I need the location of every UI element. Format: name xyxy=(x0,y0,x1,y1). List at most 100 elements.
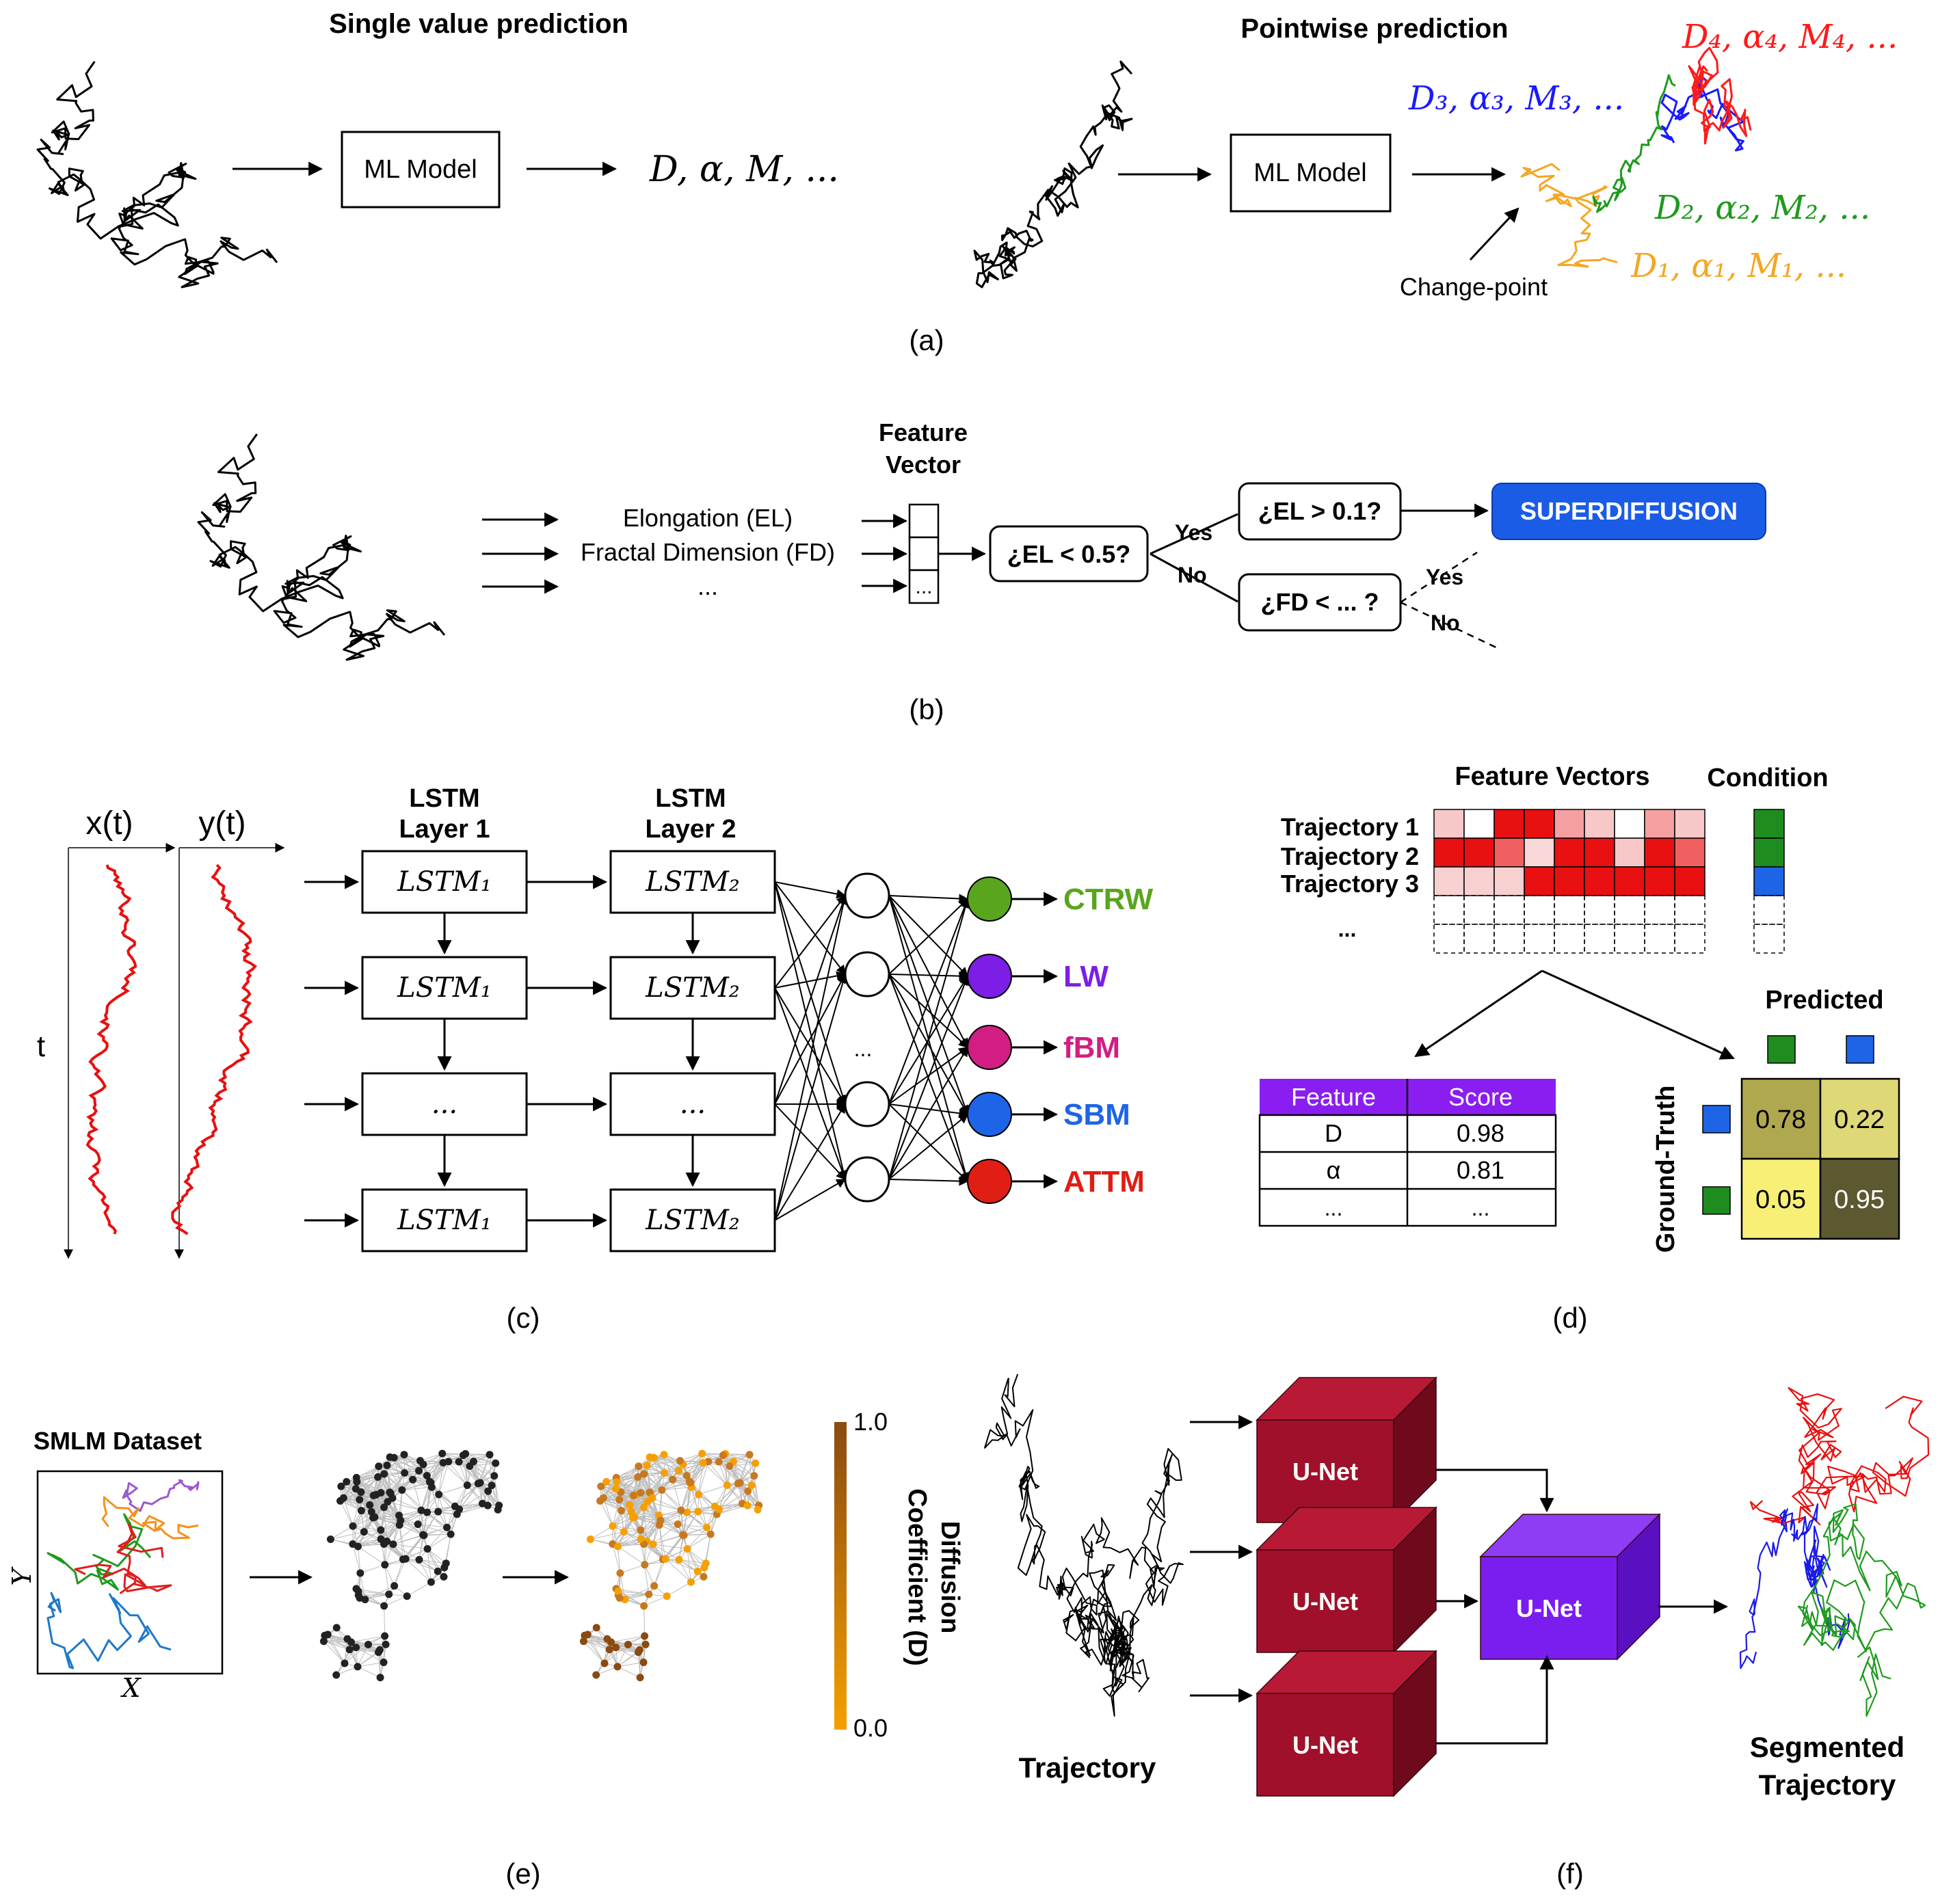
graph-edge xyxy=(617,1644,628,1667)
x-of-t-trace xyxy=(85,864,137,1235)
graph-edge xyxy=(719,1503,743,1510)
pred-blue-square xyxy=(1846,1035,1874,1064)
graph-edge xyxy=(618,1594,649,1596)
graph-node xyxy=(377,1489,385,1497)
graph-edge xyxy=(659,1512,687,1526)
heat-cell xyxy=(1554,809,1585,839)
graph-node xyxy=(380,1659,388,1667)
graph-edge xyxy=(352,1510,362,1544)
condition-title: Condition xyxy=(1707,764,1828,792)
output-neuron-sbm xyxy=(967,1092,1012,1137)
graph-node xyxy=(661,1469,669,1477)
cm-value-01: 0.22 xyxy=(1834,1105,1885,1134)
edge xyxy=(774,894,849,1221)
graph-node xyxy=(750,1472,758,1480)
graph-node xyxy=(609,1522,617,1530)
segmented-trajectory-a xyxy=(1520,46,1752,268)
graph-edge xyxy=(600,1486,622,1511)
edge xyxy=(888,1046,968,1180)
graph-node xyxy=(639,1659,648,1667)
graph-edge xyxy=(341,1486,370,1505)
track-blue xyxy=(47,1592,172,1670)
graph-edge xyxy=(590,1525,613,1540)
graph-edge xyxy=(386,1465,403,1490)
graph-edge xyxy=(473,1461,489,1492)
layer1-title-2: Layer 1 xyxy=(399,815,490,844)
graph-edge xyxy=(423,1511,439,1536)
graph-node xyxy=(439,1459,447,1467)
graph-edge xyxy=(643,1454,665,1475)
colorbar xyxy=(834,1422,847,1730)
graph-edge xyxy=(427,1548,432,1583)
q1-text: ¿EL < 0.5? xyxy=(1007,540,1130,568)
graph-edge xyxy=(405,1534,424,1559)
smlm-x-axis: X xyxy=(120,1673,142,1703)
seg3-label: D₃, α₃, M₃, ... xyxy=(1408,79,1624,118)
graph-node xyxy=(400,1451,408,1459)
panel-e: SMLM Dataset X Y 1.0 0.0 Diffusion Coeff… xyxy=(7,1408,964,1890)
graph-node xyxy=(440,1572,448,1581)
graph-edge xyxy=(455,1482,481,1507)
segment-red xyxy=(1749,1386,1930,1526)
graph-edge xyxy=(719,1485,728,1510)
graph-node xyxy=(488,1481,496,1490)
graph-edge xyxy=(644,1564,655,1586)
graph-edge xyxy=(412,1462,444,1480)
graph-node xyxy=(614,1542,622,1551)
heat-cell xyxy=(1463,866,1495,896)
graph-edge xyxy=(323,1641,350,1650)
heat-cell-empty xyxy=(1463,924,1495,954)
graph-edge xyxy=(612,1544,621,1574)
graph-edge xyxy=(384,1454,405,1475)
graph-node xyxy=(476,1479,484,1487)
segment-green xyxy=(1797,1503,1926,1717)
graph-node xyxy=(419,1531,427,1539)
graph-edge xyxy=(652,1497,682,1511)
heat-cell-empty xyxy=(1674,924,1705,954)
output-neuron-ctrw xyxy=(967,876,1012,922)
graph-node xyxy=(650,1582,659,1590)
edge xyxy=(774,881,847,1105)
graph-edge xyxy=(616,1466,639,1478)
pred-green-square xyxy=(1767,1035,1796,1064)
graph-edge xyxy=(612,1510,622,1544)
graph-edge xyxy=(612,1499,620,1527)
graph-edge xyxy=(330,1531,364,1540)
graph-node xyxy=(586,1535,594,1543)
graph-node xyxy=(389,1540,397,1548)
graph-edge xyxy=(356,1466,380,1478)
graph-node xyxy=(401,1469,409,1477)
graph-edge xyxy=(384,1473,388,1502)
graph-edge xyxy=(421,1510,424,1536)
graph-edge xyxy=(421,1487,432,1511)
cm-value-10: 0.05 xyxy=(1755,1185,1806,1214)
graph-edge xyxy=(640,1473,665,1493)
split-arrow-right xyxy=(1541,969,1735,1060)
graph-edge xyxy=(357,1644,369,1667)
graph-edge xyxy=(596,1666,618,1676)
edge xyxy=(888,974,968,1116)
graph-edge xyxy=(469,1466,492,1486)
graph-node xyxy=(427,1578,435,1586)
graph-node xyxy=(382,1640,390,1648)
graph-edge xyxy=(587,1634,605,1664)
class-label-lw: LW xyxy=(1063,960,1109,993)
graph-edge xyxy=(479,1482,499,1510)
graph-node xyxy=(754,1505,762,1514)
graph-edge xyxy=(659,1525,666,1559)
graph-node xyxy=(629,1492,637,1500)
track-orange xyxy=(101,1496,199,1540)
y-of-t-trace xyxy=(171,863,257,1235)
graph-unlabeled xyxy=(319,1449,503,1682)
heat-cell xyxy=(1524,837,1555,868)
graph-edge xyxy=(698,1485,728,1495)
unet-final-front xyxy=(1480,1556,1618,1660)
heat-cell-empty xyxy=(1644,924,1675,954)
table-cell-feature-2: α xyxy=(1327,1156,1341,1184)
graph-edge xyxy=(423,1533,451,1536)
edge xyxy=(774,973,848,1221)
graph-node xyxy=(417,1506,425,1514)
graph-node xyxy=(581,1631,589,1639)
